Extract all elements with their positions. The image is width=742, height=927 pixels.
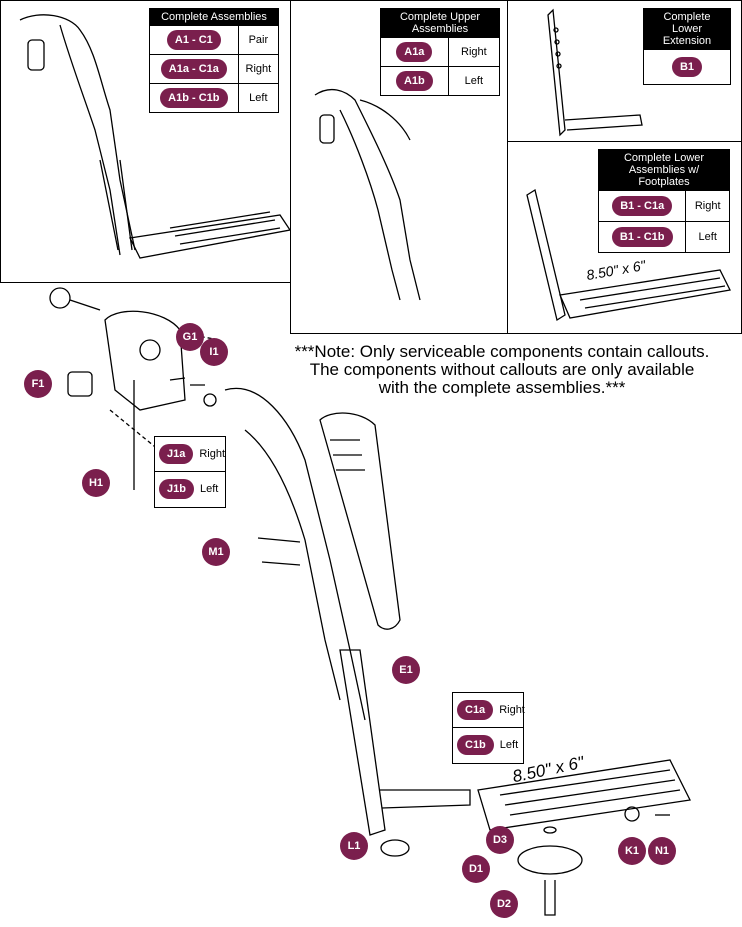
c1-row: C1a Right: [453, 693, 525, 728]
complete-lower-footplates-table: Complete Lower Assemblies w/ Footplates …: [597, 149, 730, 253]
callout-d3: D3: [486, 826, 514, 854]
table-cell-code: A1 - C1: [149, 25, 239, 55]
callout-j1a: J1a: [159, 444, 194, 464]
callout-c1a: C1a: [457, 700, 494, 720]
table-cell-code: A1a - C1a: [149, 54, 239, 84]
callout-a1b-c1b: A1b - C1b: [160, 88, 228, 108]
callout-j1b: J1b: [159, 479, 194, 499]
c1-side-label: Left: [499, 739, 519, 751]
table-cell-code: A1b: [380, 66, 449, 96]
table-cell-side: Pair: [237, 25, 280, 55]
j1-side-label: Right: [199, 448, 226, 460]
j1-callout-box: J1a Right J1b Left: [154, 436, 226, 508]
callout-b1: B1: [671, 57, 703, 77]
complete-lower-extension-table: Complete Lower Extension B1: [643, 8, 731, 85]
callout-l1: L1: [340, 832, 368, 860]
table-cell-side: Right: [685, 190, 730, 222]
callout-d2: D2: [490, 890, 518, 918]
c1-callout-box: C1a Right C1b Left: [452, 692, 525, 764]
callout-h1: H1: [82, 469, 110, 497]
table-cell-code: B1 - C1b: [597, 221, 687, 253]
note-line-3: with the complete assemblies.***: [378, 378, 626, 397]
j1-row: J1b Left: [155, 472, 225, 506]
serviceable-note: ***Note: Only serviceable components con…: [262, 343, 742, 397]
table-cell-side: Right: [237, 54, 280, 84]
c1-row: C1b Left: [453, 728, 523, 762]
callout-d1: D1: [462, 855, 490, 883]
j1-row: J1a Right: [155, 437, 225, 472]
table-cell-side: Left: [447, 66, 501, 96]
callout-c1b: C1b: [457, 735, 494, 755]
c1-side-label: Right: [499, 704, 525, 716]
callout-f1: F1: [24, 370, 52, 398]
callout-a1a-c1a: A1a - C1a: [160, 59, 227, 79]
table-cell-side: Left: [685, 221, 730, 253]
callout-b1-c1a: B1 - C1a: [612, 196, 673, 216]
complete-lower-footplates-header: Complete Lower Assemblies w/ Footplates: [598, 149, 730, 191]
callout-a1-c1: A1 - C1: [166, 30, 221, 50]
callout-i1: I1: [200, 338, 228, 366]
table-cell-code: A1a: [380, 37, 449, 67]
table-cell-code: B1: [643, 49, 731, 85]
callout-a1a: A1a: [396, 42, 433, 62]
table-cell-side: Right: [447, 37, 501, 67]
callout-n1: N1: [648, 837, 676, 865]
callout-k1: K1: [618, 837, 646, 865]
complete-upper-table: Complete Upper Assemblies A1a Right A1b Le…: [380, 8, 501, 96]
complete-assemblies-header: Complete Assemblies: [149, 8, 279, 26]
complete-assemblies-table: Complete Assemblies A1 - C1 Pair A1a - C1…: [149, 8, 280, 113]
table-cell-code: B1 - C1a: [597, 190, 687, 222]
note-line-2: The components without callouts are only…: [309, 360, 695, 379]
callout-a1b: A1b: [395, 71, 433, 91]
callout-m1: M1: [202, 538, 230, 566]
table-cell-side: Left: [237, 83, 280, 113]
j1-side-label: Left: [199, 483, 219, 495]
table-cell-code: A1b - C1b: [149, 83, 239, 113]
callout-g1: G1: [176, 323, 204, 351]
callout-e1: E1: [392, 656, 420, 684]
callout-b1-c1b: B1 - C1b: [611, 227, 673, 247]
complete-upper-header: Complete Upper Assemblies: [380, 8, 500, 38]
complete-lower-extension-header: Complete Lower Extension: [643, 8, 731, 50]
note-line-1: ***Note: Only serviceable components con…: [294, 342, 710, 361]
